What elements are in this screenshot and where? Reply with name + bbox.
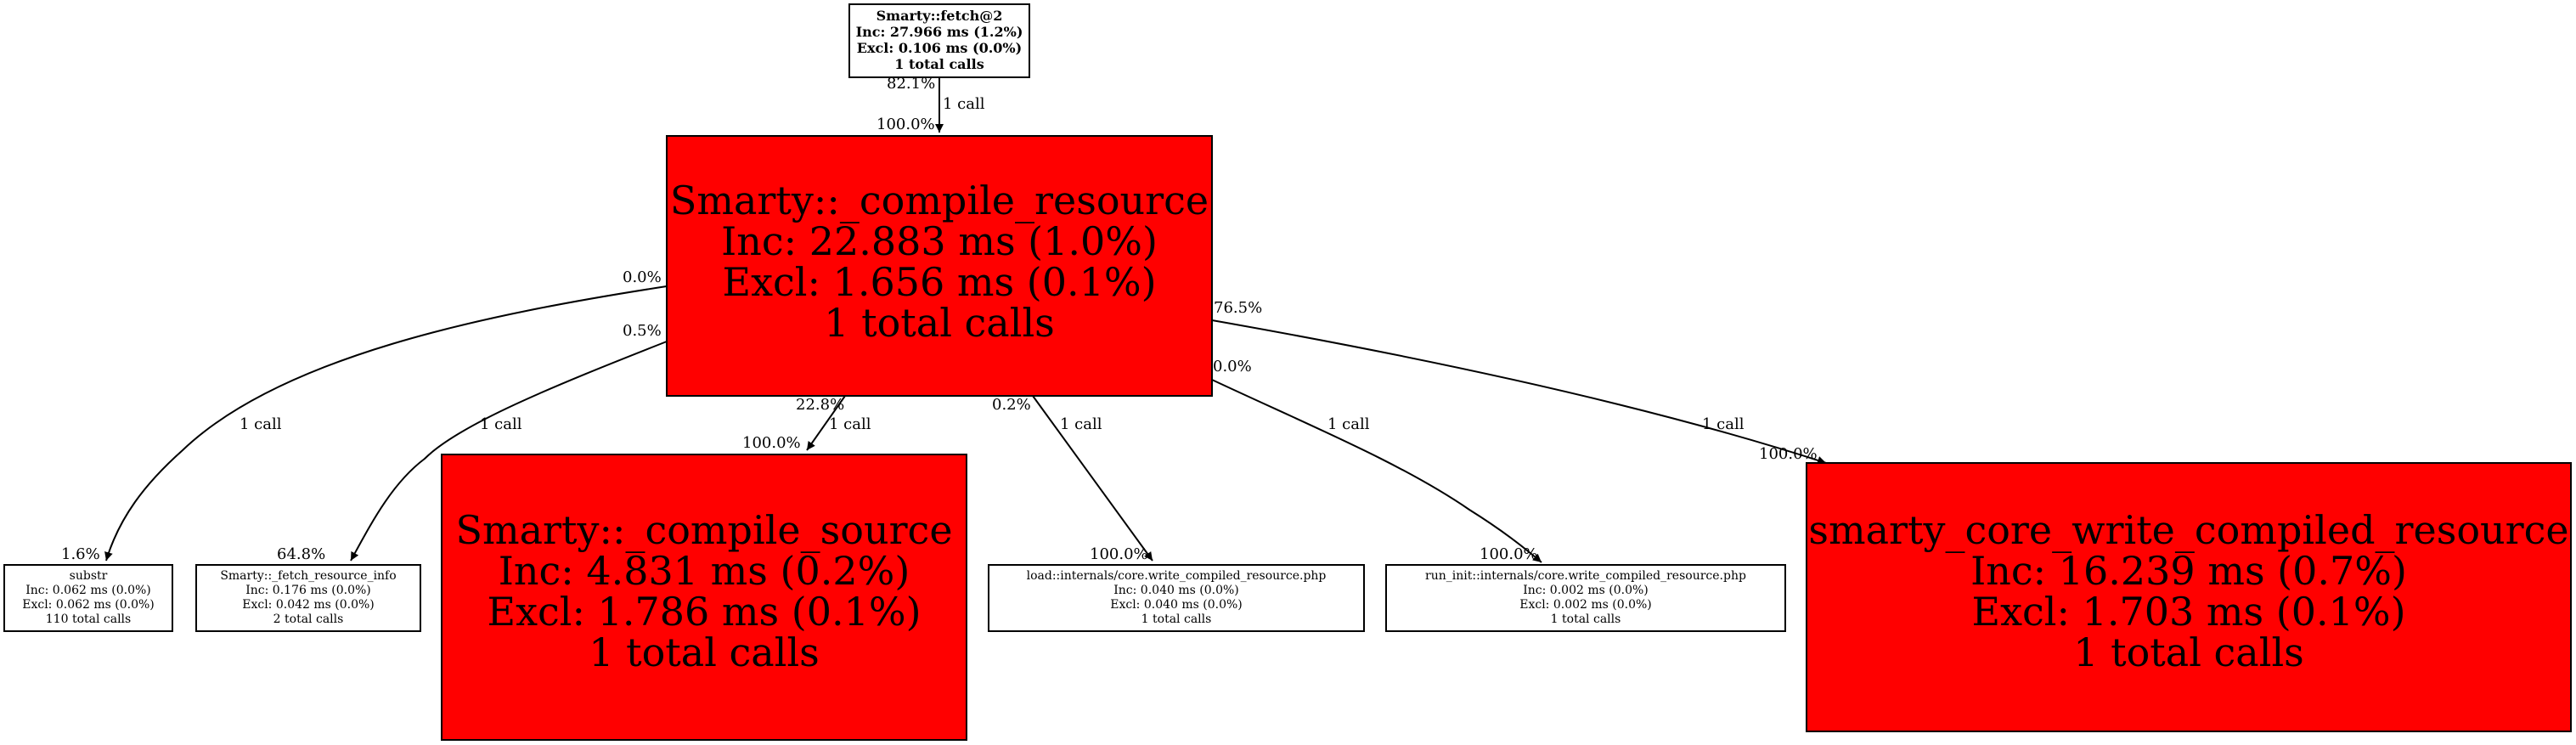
edge-compile-resource-to-substr: 0.0% 1 call 1.6%	[61, 268, 668, 563]
node-box	[1806, 462, 2572, 732]
edge-fetch-to-compile-resource: 82.1% 1 call 100.0%	[877, 75, 985, 133]
node-exclusive-time: Excl: 0.042 ms (0.0%)	[242, 598, 375, 612]
edge-tail-pct: 0.2%	[992, 396, 1031, 414]
edge-tail-pct: 76.5%	[1214, 299, 1262, 317]
node-inclusive-time: Inc: 0.176 ms (0.0%)	[245, 584, 371, 597]
edge-call-count: 1 call	[829, 415, 871, 433]
node-call-count: 1 total calls	[894, 56, 984, 72]
edge-line	[104, 285, 668, 562]
edge-call-count: 1 call	[1060, 415, 1102, 433]
edge-compile-resource-to-compile-source: 22.8% 1 call 100.0%	[742, 395, 871, 452]
edge-tail-pct: 0.0%	[1213, 358, 1252, 375]
node-call-count: 110 total calls	[46, 612, 131, 626]
node-inclusive-time: Inc: 0.040 ms (0.0%)	[1113, 584, 1239, 597]
node-load-internals[interactable]: load::internals/core.write_compiled_reso…	[988, 564, 1365, 632]
edge-head-pct: 64.8%	[277, 545, 325, 563]
node-substr[interactable]: substr Inc: 0.062 ms (0.0%) Excl: 0.062 …	[3, 564, 173, 632]
node-function-name: Smarty::_fetch_resource_info	[220, 569, 396, 583]
node-inclusive-time: Inc: 27.966 ms (1.2%)	[856, 24, 1023, 40]
edge-call-count: 1 call	[240, 415, 282, 433]
node-exclusive-time: Excl: 1.703 ms (0.1%)	[1971, 589, 2405, 635]
edge-line	[1032, 395, 1153, 562]
node-box	[848, 3, 1030, 78]
node-inclusive-time: Inc: 16.239 ms (0.7%)	[1970, 548, 2407, 594]
edge-call-count: 1 call	[943, 95, 985, 113]
edge-tail-pct: 22.8%	[796, 396, 844, 414]
edge-head-pct: 100.0%	[1759, 445, 1818, 463]
node-inclusive-time: Inc: 4.831 ms (0.2%)	[499, 548, 910, 594]
edge-call-count: 1 call	[1327, 415, 1370, 433]
node-exclusive-time: Excl: 0.062 ms (0.0%)	[22, 598, 155, 612]
edge-compile-resource-to-write-compiled: 76.5% 1 call 100.0%	[1211, 299, 1827, 465]
edge-compile-resource-to-fetch-resource-info: 0.5% 1 call 64.8%	[277, 322, 668, 563]
node-call-count: 1 total calls	[1141, 612, 1212, 626]
node-function-name: Smarty::fetch@2	[877, 8, 1003, 24]
edge-call-count: 1 call	[1702, 415, 1745, 433]
node-function-name: load::internals/core.write_compiled_reso…	[1027, 569, 1327, 583]
edge-line	[806, 395, 846, 451]
node-call-count: 1 total calls	[2073, 629, 2304, 675]
edge-tail-pct: 82.1%	[887, 75, 935, 93]
node-function-name: Smarty::_compile_source	[455, 507, 952, 553]
edge-tail-pct: 0.5%	[623, 322, 662, 340]
edge-compile-resource-to-run-init: 0.0% 1 call 100.0%	[1211, 358, 1542, 563]
edge-line	[1211, 379, 1542, 563]
edge-head-pct: 100.0%	[1090, 545, 1148, 563]
node-function-name: smarty_core_write_compiled_resource	[1808, 507, 2568, 553]
node-exclusive-time: Excl: 0.040 ms (0.0%)	[1110, 598, 1243, 612]
node-inclusive-time: Inc: 22.883 ms (1.0%)	[721, 218, 1158, 264]
node-call-count: 1 total calls	[824, 300, 1055, 346]
node-exclusive-time: Excl: 1.786 ms (0.1%)	[487, 589, 921, 635]
edge-line	[1211, 319, 1827, 465]
node-function-name: Smarty::_compile_resource	[670, 178, 1209, 223]
node-box	[441, 454, 967, 741]
node-write-compiled-resource[interactable]: smarty_core_write_compiled_resource Inc:…	[1806, 462, 2572, 732]
node-function-name: substr	[70, 569, 108, 583]
edge-tail-pct: 0.0%	[623, 268, 662, 286]
node-compile-source[interactable]: Smarty::_compile_source Inc: 4.831 ms (0…	[441, 454, 967, 741]
node-call-count: 1 total calls	[1551, 612, 1621, 626]
node-exclusive-time: Excl: 1.656 ms (0.1%)	[722, 259, 1156, 305]
node-box	[1385, 564, 1786, 632]
node-exclusive-time: Excl: 0.106 ms (0.0%)	[857, 40, 1022, 56]
node-inclusive-time: Inc: 0.062 ms (0.0%)	[25, 584, 151, 597]
node-smarty-fetch[interactable]: Smarty::fetch@2 Inc: 27.966 ms (1.2%) Ex…	[848, 3, 1030, 78]
edge-head-pct: 100.0%	[877, 116, 935, 133]
node-inclusive-time: Inc: 0.002 ms (0.0%)	[1523, 584, 1649, 597]
node-exclusive-time: Excl: 0.002 ms (0.0%)	[1519, 598, 1652, 612]
node-box	[195, 564, 421, 632]
node-box	[3, 564, 173, 632]
node-run-init[interactable]: run_init::internals/core.write_compiled_…	[1385, 564, 1786, 632]
edge-line	[350, 341, 668, 562]
edge-compile-resource-to-load-internals: 0.2% 1 call 100.0%	[992, 395, 1153, 563]
node-call-count: 2 total calls	[273, 612, 344, 626]
node-call-count: 1 total calls	[589, 629, 820, 675]
node-compile-resource[interactable]: Smarty::_compile_resource Inc: 22.883 ms…	[666, 135, 1213, 397]
node-fetch-resource-info[interactable]: Smarty::_fetch_resource_info Inc: 0.176 …	[195, 564, 421, 632]
node-box	[666, 135, 1213, 397]
edge-head-pct: 100.0%	[1480, 545, 1538, 563]
node-box	[988, 564, 1365, 632]
edge-call-count: 1 call	[480, 415, 522, 433]
node-function-name: run_init::internals/core.write_compiled_…	[1425, 569, 1746, 583]
edge-head-pct: 100.0%	[742, 434, 801, 452]
edge-head-pct: 1.6%	[61, 545, 100, 563]
